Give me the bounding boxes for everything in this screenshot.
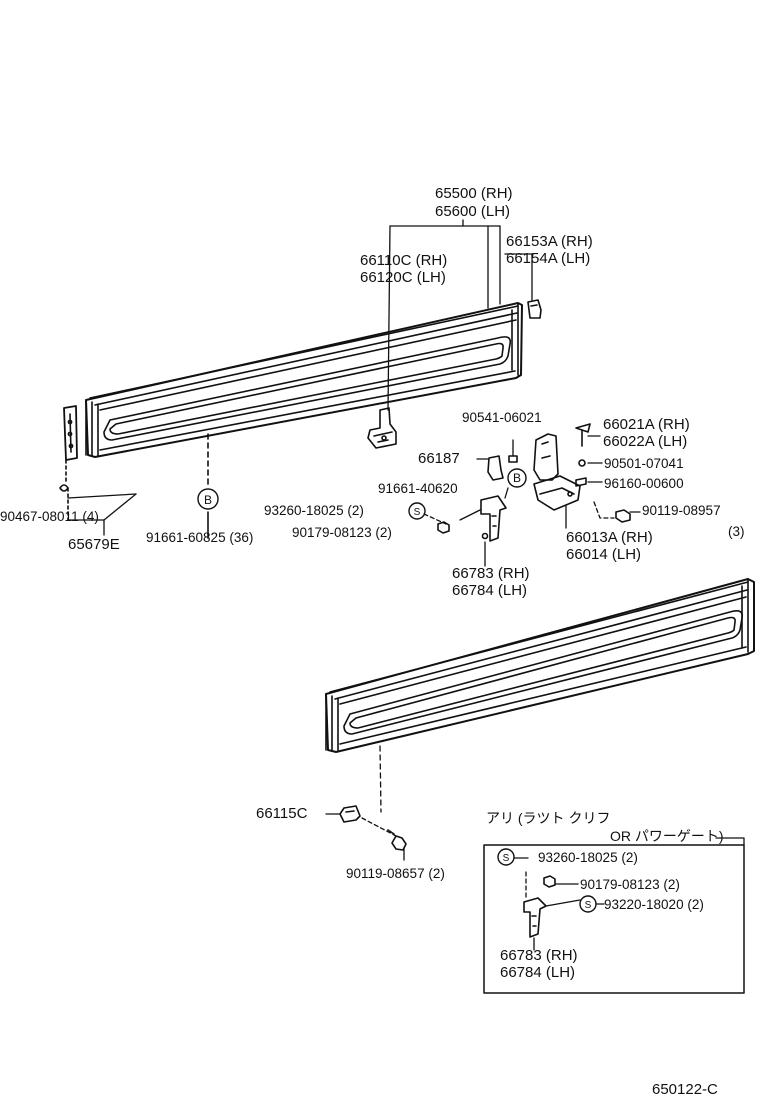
lower-hinge-cluster	[325, 745, 407, 861]
end-plate-65679e	[59, 405, 78, 492]
callout-s-text-3: S	[585, 900, 592, 911]
corner-cap-66153a	[527, 299, 542, 319]
part-label-66784-a[interactable]: 66784 (LH)	[452, 582, 528, 599]
part-label-96160[interactable]: 96160-00600	[604, 476, 684, 491]
callout-b-circle-2	[507, 468, 527, 488]
hinge-66110c	[367, 407, 397, 449]
part-label-90501[interactable]: 90501-07041	[604, 456, 684, 471]
callout-letters: B B S S S	[204, 471, 592, 911]
lower-side-panel	[325, 578, 755, 753]
callout-s-text-1: S	[414, 507, 421, 518]
part-label-66783-a[interactable]: 66783 (RH)	[452, 565, 530, 582]
part-label-66154a[interactable]: 66154A (LH)	[506, 250, 591, 267]
diagram-id: 650122-C	[652, 1081, 718, 1098]
part-label-65500[interactable]: 65500 (RH)	[435, 185, 513, 202]
callout-s-text-2: S	[503, 853, 510, 864]
callout-b-text-1: B	[204, 493, 212, 507]
part-label-66783-b[interactable]: 66783 (RH)	[500, 947, 578, 964]
part-label-90119-08657[interactable]: 90119-08657 (2)	[346, 866, 445, 881]
part-label-90467[interactable]: 90467-08011 (4)	[0, 509, 99, 524]
option-note-line-1: アリ (ラツト クリフ	[486, 810, 611, 826]
callout-s-circle-1	[408, 502, 426, 520]
part-qty-90119-08957: (3)	[728, 524, 745, 539]
part-label-90541[interactable]: 90541-06021	[462, 410, 542, 425]
part-label-66021a[interactable]: 66021A (RH)	[603, 416, 690, 433]
upper-side-panel	[85, 302, 523, 458]
part-label-93260-b[interactable]: 93260-18025 (2)	[538, 850, 638, 865]
part-label-66022a[interactable]: 66022A (LH)	[603, 433, 688, 450]
part-label-91661-40620[interactable]: 91661-40620	[378, 481, 458, 496]
part-label-65600[interactable]: 65600 (LH)	[435, 203, 511, 220]
callout-b-circle-1	[197, 488, 219, 510]
callout-b-text-2: B	[513, 471, 521, 485]
part-label-90179-b[interactable]: 90179-08123 (2)	[580, 877, 680, 892]
part-label-66120c[interactable]: 66120C (LH)	[360, 269, 446, 286]
part-label-91661-60825[interactable]: 91661-60825 (36)	[146, 530, 254, 545]
part-label-90119-08957[interactable]: 90119-08957	[642, 503, 721, 518]
option-box	[483, 837, 745, 994]
callout-s-circle-3	[579, 895, 597, 913]
leaders-upper	[67, 219, 533, 536]
part-label-65679e[interactable]: 65679E	[68, 536, 120, 553]
part-label-90179-a[interactable]: 90179-08123 (2)	[292, 525, 392, 540]
part-label-66014[interactable]: 66014 (LH)	[566, 546, 642, 563]
part-label-66110c[interactable]: 66110C (RH)	[360, 252, 448, 269]
callout-s-circle-2	[497, 848, 515, 866]
part-label-93260-a[interactable]: 93260-18025 (2)	[264, 503, 364, 518]
part-label-66013a[interactable]: 66013A (RH)	[566, 529, 653, 546]
callout-circles	[197, 468, 597, 913]
part-label-93220[interactable]: 93220-18020 (2)	[604, 897, 704, 912]
part-label-66784-b[interactable]: 66784 (LH)	[500, 964, 576, 981]
part-label-66153a[interactable]: 66153A (RH)	[506, 233, 593, 250]
option-note-line-2: OR パワーゲート)	[610, 828, 724, 844]
center-bracket-cluster	[423, 423, 641, 567]
part-label-66115c[interactable]: 66115C	[256, 805, 308, 822]
part-label-66187[interactable]: 66187	[418, 450, 460, 467]
